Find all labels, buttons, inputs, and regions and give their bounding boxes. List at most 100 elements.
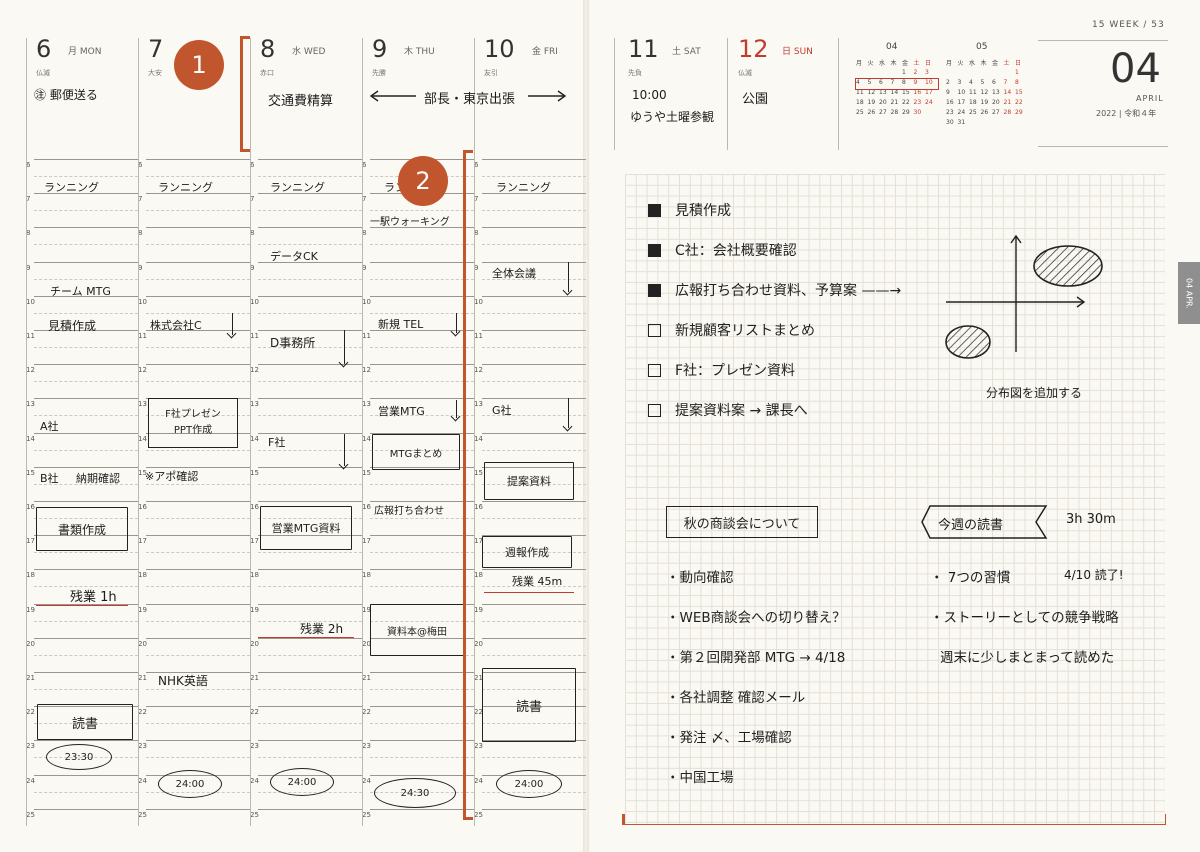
thu-arrow-2 [456,400,457,418]
tue-arrow-down [232,313,233,335]
hour-line [34,672,138,673]
fri-g-company: G社 [492,404,512,417]
hour-label: 19 [26,606,35,614]
hour-label: 12 [138,366,147,374]
mini-cal-day: 26 [980,109,989,116]
hour-label: 15 [474,469,483,477]
hour-line [258,433,362,434]
half-hour-line [370,210,474,211]
hour-line [370,672,474,673]
hour-label: 10 [138,298,147,306]
hour-label: 21 [362,674,371,682]
mon-sleep-time: 23:30 [46,744,112,770]
day-column-separator [362,150,363,826]
hour-line [370,569,474,570]
bracket-3-left [622,814,625,824]
hour-label: 8 [250,229,255,237]
day-header-sat: 11 土 SAT 先負 [620,34,724,150]
mini-cal-day: 6 [992,79,996,86]
mini-cal-day: 23 [946,109,954,116]
half-hour-line [258,210,362,211]
hour-line [370,535,474,536]
day-separator [26,38,27,150]
mini-cal-weekday: 水 [969,60,976,67]
book-gutter [583,0,589,852]
wed-arrow-1 [344,330,345,364]
hour-label: 16 [138,503,147,511]
hour-label: 15 [138,469,147,477]
task-checkbox[interactable] [648,283,661,297]
mini-cal-day: 11 [856,89,864,96]
day-separator [250,38,251,150]
hour-label: 24 [362,777,371,785]
hour-line [146,262,250,263]
hour-label: 8 [362,229,367,237]
mini-cal-day: 30 [946,119,954,126]
half-hour-line [482,279,586,280]
mini-cal-day: 15 [1015,89,1023,96]
month-index-tab[interactable]: 04 APR. [1178,262,1200,324]
day-column-separator [138,150,139,826]
hour-line [482,398,586,399]
hour-line [258,535,362,536]
hour-label: 19 [362,606,371,614]
half-hour-line [370,518,474,519]
day-number: 10 [484,35,515,63]
hour-line [482,740,586,741]
thu-sleep-time: 24:30 [374,778,456,808]
mini-cal-day: 29 [902,109,910,116]
mini-cal-day: 3 [957,79,962,86]
hour-label: 17 [474,537,483,545]
hour-label: 6 [26,161,31,169]
task-label: 提案資料案 → 課長へ [675,403,808,419]
fri-weekly-report-box: 週報作成 [482,536,572,568]
hour-line [482,706,586,707]
task-item: C社：会社概要確認 [648,240,797,260]
task-checkbox[interactable] [648,203,661,217]
rokuyo: 友引 [484,69,498,77]
hour-label: 7 [26,195,31,203]
hour-label: 17 [250,537,259,545]
hour-line [146,433,250,434]
hour-line [482,364,586,365]
task-checkbox[interactable] [648,243,661,257]
mon-running: ランニング [44,181,99,194]
hour-line [370,638,474,639]
hour-line [482,296,586,297]
mon-b-company: B社 [40,472,59,485]
hour-label: 20 [362,640,371,648]
half-hour-line [258,244,362,245]
hour-label: 14 [362,435,371,443]
hour-line [370,364,474,365]
task-checkbox[interactable] [648,363,661,377]
task-checkbox[interactable] [648,403,661,417]
hour-line [146,467,250,468]
fri-arrow-1 [568,262,569,292]
half-hour-line [146,313,250,314]
mini-cal-day: 1 [1015,69,1019,76]
mini-cal-weekday: 火 [867,60,874,67]
wed-data-check: データCK [270,250,318,263]
hour-label: 8 [474,229,479,237]
hour-line [146,535,250,536]
wed-memo: 交通費精算 [268,94,334,109]
reading-title-frame [921,505,1048,539]
fri-running: ランニング [496,181,551,194]
hour-line [34,706,138,707]
half-hour-line [34,689,138,690]
wed-overtime: 残業 2h [300,622,344,636]
mini-cal-day: 29 [1015,109,1023,116]
meeting-bullet: ・動向確認 [666,570,734,586]
task-checkbox[interactable] [648,323,661,337]
hour-line [34,569,138,570]
hour-label: 12 [26,366,35,374]
hour-label: 15 [26,469,35,477]
wed-d-office: D事務所 [270,336,316,350]
hour-line [482,569,586,570]
hour-label: 22 [362,708,371,716]
mini-cal-day: 24 [957,109,966,116]
hour-label: 15 [362,469,371,477]
day-name: 土 SAT [672,47,701,57]
half-hour-line [482,655,586,656]
day-header-sun: 12 日 SUN 仏滅 [730,34,834,150]
